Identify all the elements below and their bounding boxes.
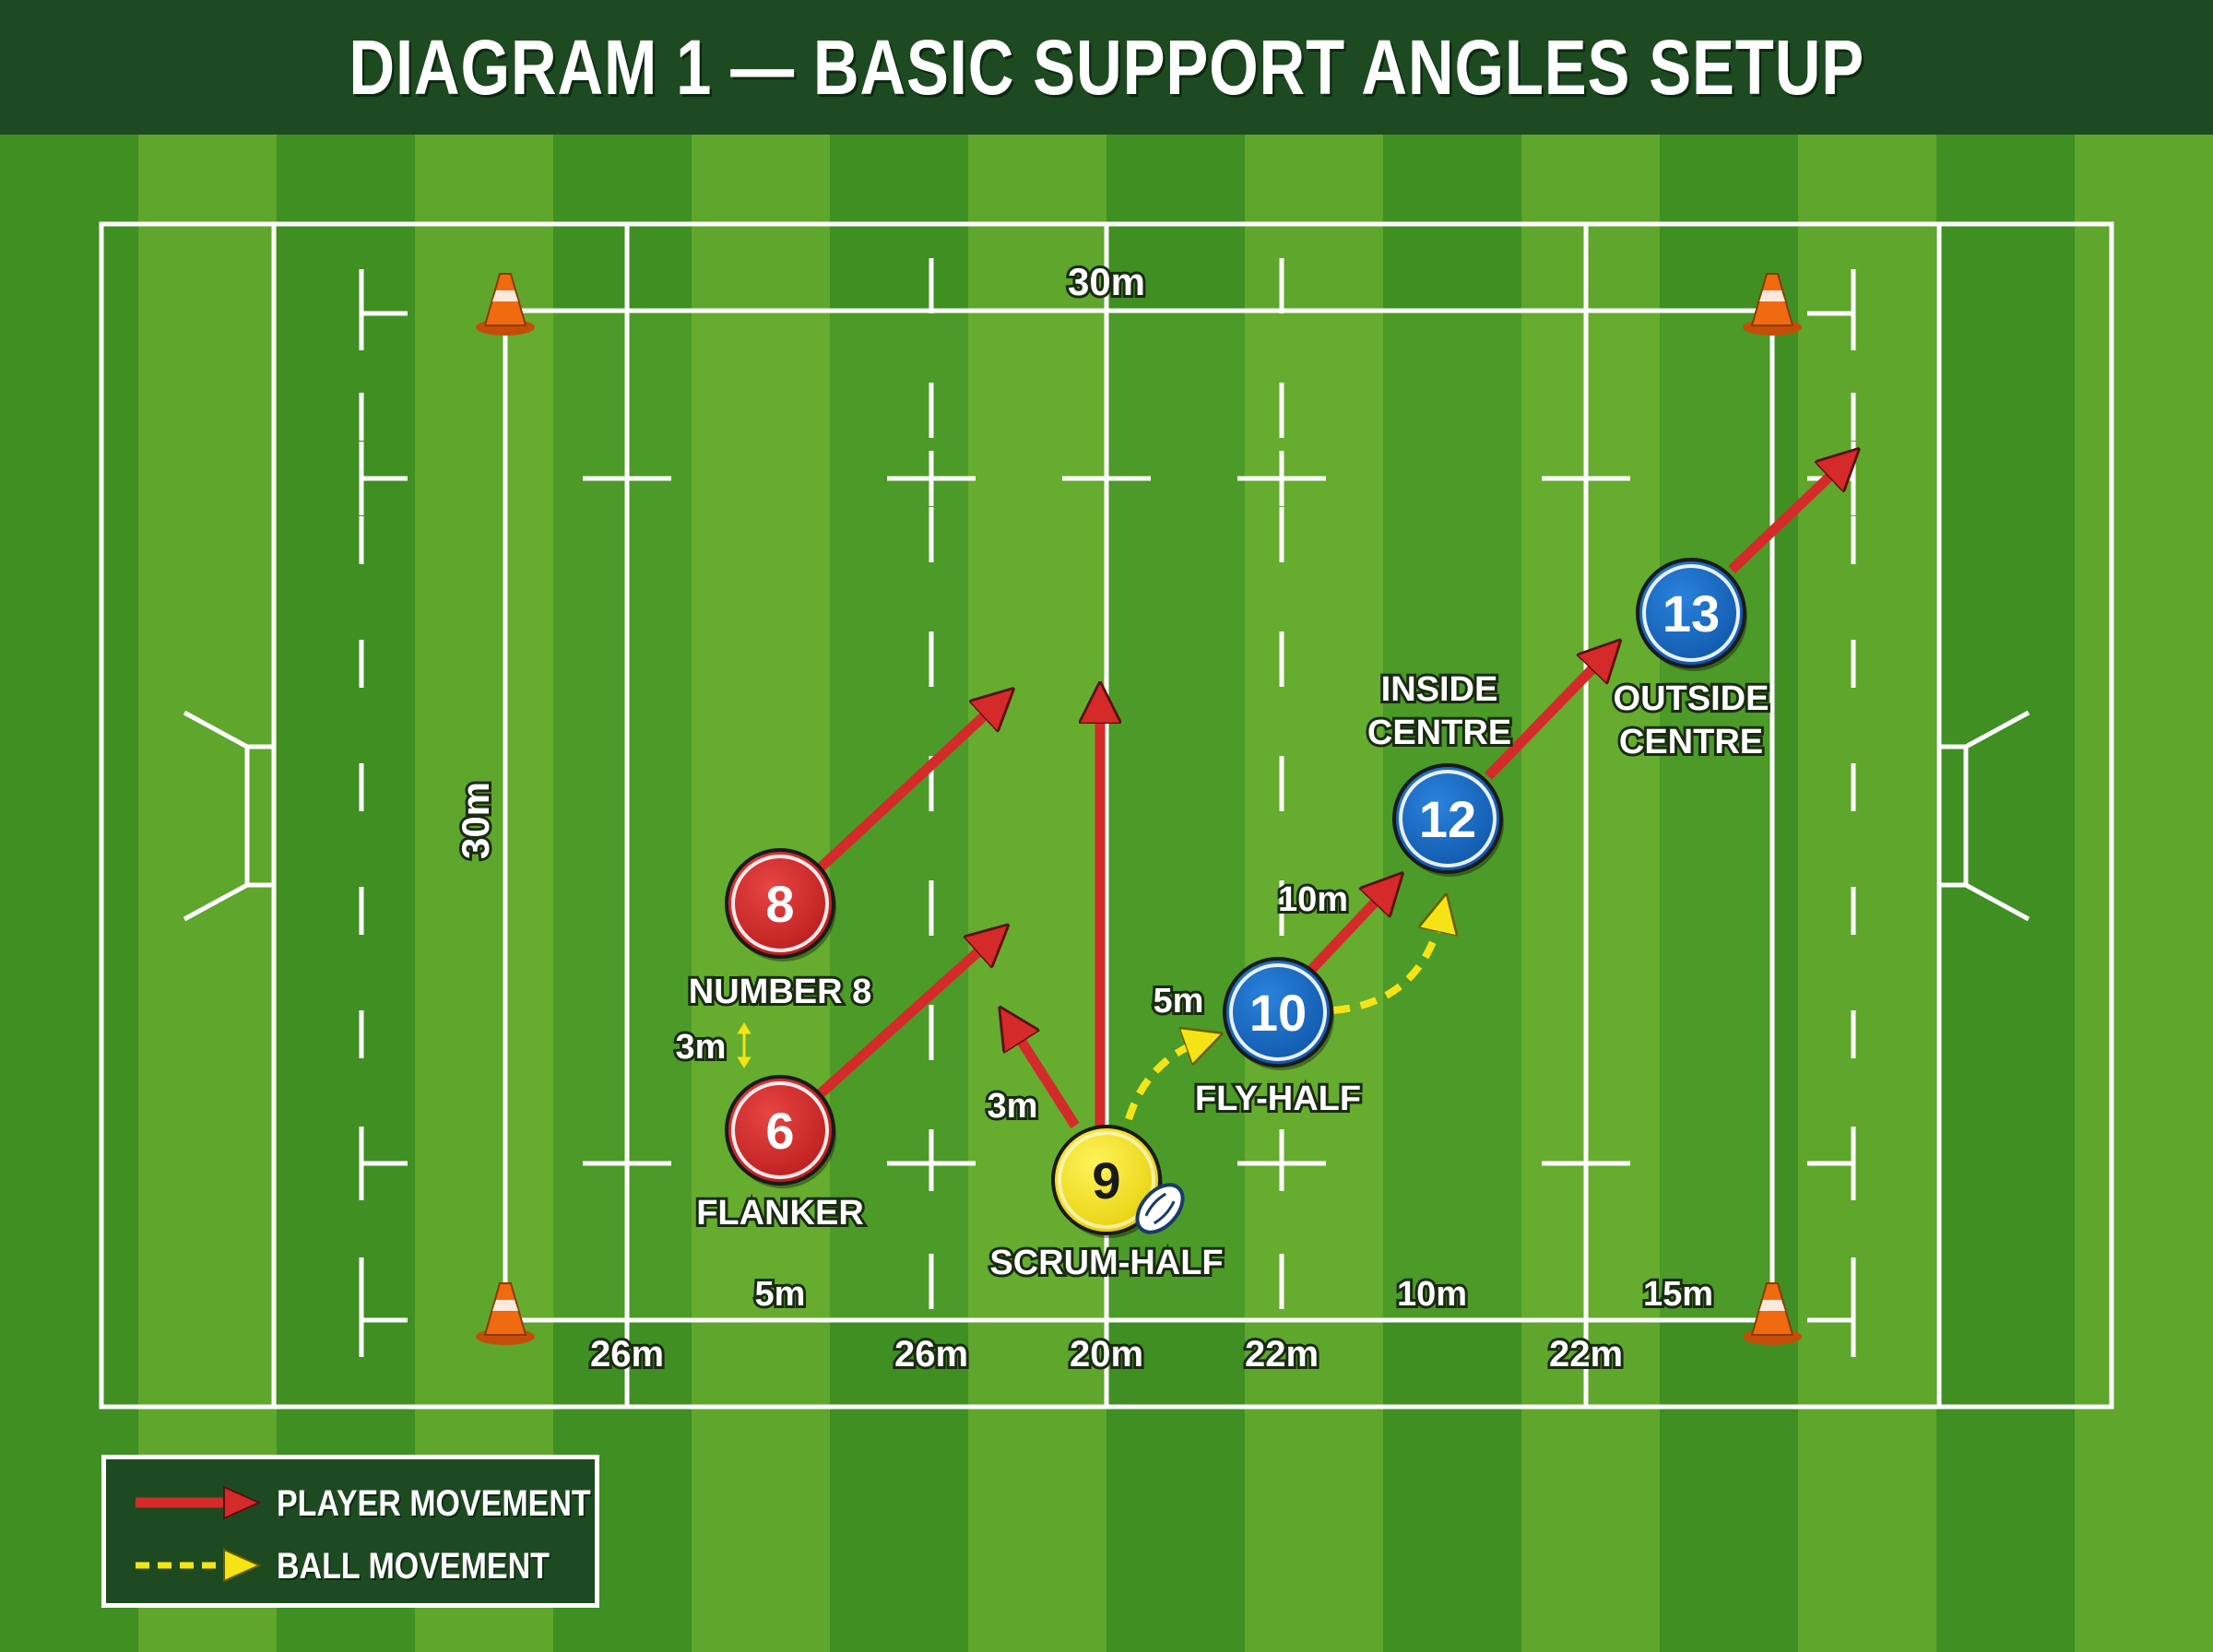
pitch-line-label-5: 22m [1549, 1334, 1623, 1375]
role-label-inside-centre-line-1: INSIDE [1381, 670, 1498, 709]
player-13: 13 [1636, 558, 1747, 671]
grass-stripe [1521, 0, 1660, 1652]
role-label-fly-half: FLY-HALF [1195, 1080, 1361, 1118]
distance-label-6-to-8: 3m [676, 1028, 727, 1067]
distance-label-scrum-half-offset: 3m [988, 1087, 1038, 1126]
red-arrow-icon [136, 1485, 262, 1520]
grass-stripe [553, 0, 692, 1652]
pitch-line-label-3: 20m [1070, 1334, 1143, 1375]
title-banner: DIAGRAM 1 — BASIC SUPPORT ANGLES SETUP [0, 0, 2213, 135]
arrow-inside-centre [1485, 655, 1606, 780]
player-10: 10 [1223, 957, 1334, 1070]
arrow-fly-half [1308, 888, 1389, 974]
pass-9-to-10 [1125, 1040, 1204, 1121]
legend: PLAYER MOVEMENT BALL MOVEMENT [101, 1455, 599, 1608]
pitch-line-label-2: 26m [894, 1334, 968, 1375]
goal-posts-right [1939, 710, 2030, 922]
pitch-line-label-4: 22m [1245, 1334, 1319, 1375]
cones [476, 273, 1802, 1345]
grass-stripe [138, 0, 277, 1652]
grass-stripe [968, 0, 1106, 1652]
spacing-indicator-icon [737, 1022, 751, 1068]
legend-label-player-movement: PLAYER MOVEMENT [277, 1483, 591, 1524]
distance-labels: 30m 30m 3m 3m 5m 10m 5m 10m 15m 26m 26m … [451, 257, 1716, 1377]
grass-stripe [1106, 0, 1245, 1652]
grass-stripe [0, 0, 138, 1652]
pitch-line-label-1: 26m [590, 1334, 664, 1375]
grass-stripe [277, 0, 415, 1652]
arrow-flanker [817, 938, 993, 1098]
player-number: 10 [1249, 984, 1307, 1042]
grass-stripe [1936, 0, 2075, 1652]
bottom-label-15m: 15m [1643, 1275, 1713, 1314]
rugby-ball-icon [1135, 1183, 1185, 1234]
practice-grid-boundary [503, 308, 1775, 1323]
grass-stripe [692, 0, 830, 1652]
grid-width-label: 30m [1068, 260, 1145, 303]
player-number: 8 [765, 875, 794, 933]
yellow-dashed-arrow-icon [136, 1548, 262, 1583]
grid-height-label: 30m [454, 782, 497, 859]
grass-stripe [1245, 0, 1383, 1652]
legend-label-ball-movement: BALL MOVEMENT [277, 1546, 550, 1587]
cone-icon [1743, 273, 1802, 336]
page-title: DIAGRAM 1 — BASIC SUPPORT ANGLES SETUP [349, 23, 1864, 111]
player-number: 9 [1092, 1151, 1120, 1210]
role-label-flanker: FLANKER [696, 1194, 864, 1233]
bottom-label-5m: 5m [755, 1275, 806, 1314]
player-12: 12 [1392, 763, 1504, 877]
role-labels: NUMBER 8 FLANKER SCRUM-HALF FLY-HALF INS… [686, 667, 1772, 1285]
player-9: 9 [1051, 1125, 1163, 1238]
role-label-outside-centre-line-1: OUTSIDE [1614, 679, 1769, 718]
arrow-number-8 [817, 702, 999, 872]
player-8: 8 [725, 848, 836, 962]
role-label-inside-centre-line-2: CENTRE [1367, 714, 1511, 752]
player-movement-arrows [817, 463, 1844, 1128]
bottom-label-10m: 10m [1397, 1275, 1467, 1314]
arrow-outside-centre [1728, 463, 1844, 573]
arrow-scrum-half-angle [1011, 1024, 1080, 1128]
player-number: 13 [1663, 584, 1720, 643]
player-6: 6 [725, 1075, 836, 1188]
cone-icon [476, 273, 535, 336]
goal-posts-left [183, 710, 274, 922]
player-number: 12 [1419, 790, 1476, 848]
legend-item-ball-movement: BALL MOVEMENT [106, 1537, 604, 1592]
cone-icon [1743, 1282, 1802, 1345]
grass-stripe [2075, 0, 2213, 1652]
players: 8 6 9 10 12 13 [725, 558, 1747, 1238]
cone-icon [476, 1282, 535, 1345]
grass-stripe [830, 0, 968, 1652]
distance-label-10-to-12: 10m [1278, 880, 1348, 919]
role-label-number-8: NUMBER 8 [689, 973, 871, 1011]
player-number: 6 [765, 1102, 794, 1160]
role-label-scrum-half: SCRUM-HALF [989, 1244, 1223, 1282]
legend-item-player-movement: PLAYER MOVEMENT [106, 1474, 604, 1529]
role-label-outside-centre-line-2: CENTRE [1619, 723, 1763, 761]
ball-movement-arrows [1125, 913, 1442, 1121]
distance-label-9-to-10: 5m [1154, 982, 1204, 1021]
grass-stripe [415, 0, 553, 1652]
grass-stripe [1798, 0, 1936, 1652]
